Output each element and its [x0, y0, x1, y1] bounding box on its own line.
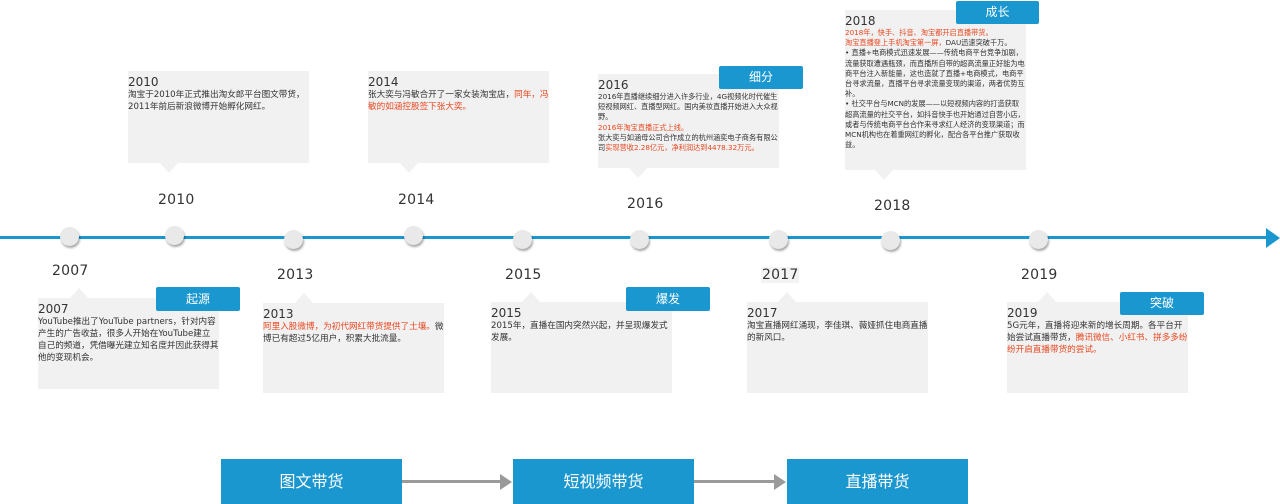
timeline-node-2017[interactable] — [769, 230, 788, 249]
card-text: 淘宝于2010年正式推出淘女郎平台图文带货，2011年前后新浪微博开始孵化网红。 — [128, 90, 305, 112]
timeline-node-2015[interactable] — [513, 230, 532, 249]
card-pointer — [875, 170, 893, 180]
card-text: 张大奕与如涵母公司合作成立的杭州涵奕电子商务有限公司 — [598, 132, 778, 153]
event-card-2015: 2015 2015年，直播在国内突然兴起，并呈现爆发式发展。 — [491, 302, 672, 393]
axis-year-label: 2017 — [761, 267, 800, 283]
card-highlight-text: 淘宝直播登上手机淘宝第一屏， — [845, 38, 946, 48]
axis-year-label: 2015 — [505, 267, 542, 283]
card-text: 张大奕与冯敏合开了一家女装淘宝店， — [368, 90, 515, 100]
event-card-2018: 2018 2018年，快手、抖音、淘宝都开启直播带货。 淘宝直播登上手机淘宝第一… — [845, 10, 1026, 170]
card-pointer — [629, 168, 647, 178]
card-text: DAU迅速突破千万。 — [945, 38, 1012, 48]
event-card-2014: 2014 张大奕与冯敏合开了一家女装淘宝店，同年，冯敏的如涵控股签下张大奕。 — [368, 71, 549, 163]
card-text: 淘宝直播网红涌现，李佳琪、薇娅抓住电商直播的新风口。 — [747, 321, 928, 343]
stage-tag-tupo: 突破 — [1120, 292, 1204, 315]
timeline-node-2013[interactable] — [284, 230, 303, 249]
flow-arrow-icon — [500, 474, 512, 490]
axis-year-label: 2016 — [627, 196, 664, 212]
card-year: 2014 — [368, 75, 399, 89]
card-highlight-text: 2018年，快手、抖音、淘宝都开启直播带货。 — [845, 28, 993, 37]
card-bullet: • 直播+电商模式迅速发展——传统电商平台竞争加剧，流量获取遭遇瓶颈，而直播所自… — [845, 48, 1025, 99]
stage-box-duanshipin[interactable]: 短视频带货 — [513, 459, 694, 504]
card-text: 微博已有超过5亿用户，积累大批流量。 — [263, 322, 444, 344]
card-pointer — [778, 292, 796, 302]
stage-tag-baofa: 爆发 — [626, 287, 710, 311]
card-pointer — [295, 293, 313, 303]
timeline-arrow-icon — [1266, 228, 1280, 248]
card-text: YouTube推出了YouTube partners，针对内容产生的广告收益，很… — [38, 317, 219, 363]
timeline-node-2014[interactable] — [404, 226, 423, 245]
card-highlight-text: 腾讯微信、小红书、拼多多纷纷开启直播带货的尝试。 — [1007, 333, 1188, 355]
card-pointer — [1038, 292, 1056, 302]
card-pointer — [400, 163, 418, 173]
timeline-node-2010[interactable] — [165, 226, 184, 245]
card-text: 5G元年，直播将迎来新的增长周期。各平台开始尝试直播带货， — [1007, 321, 1183, 343]
card-pointer — [160, 163, 178, 173]
axis-year-label: 2018 — [874, 198, 911, 214]
flow-arrow-line — [402, 480, 501, 483]
card-highlight-text: 同年，冯敏的如涵控股签下张大奕。 — [368, 90, 549, 112]
stage-tag-xifen: 细分 — [719, 66, 803, 89]
card-year: 2016 — [598, 78, 629, 92]
event-card-2016: 2016 2016年直播继续细分进入许多行业，4G视频化时代催生短视频网红、直播… — [598, 74, 779, 168]
card-year: 2013 — [263, 307, 294, 321]
stage-box-tuwen[interactable]: 图文带货 — [221, 459, 402, 504]
axis-year-label: 2014 — [398, 192, 435, 208]
card-year: 2018 — [845, 14, 876, 28]
card-highlight-text: 阿里入股微博，为初代网红带货提供了土壤。 — [263, 322, 435, 332]
event-card-2010: 2010 淘宝于2010年正式推出淘女郎平台图文带货，2011年前后新浪微博开始… — [128, 71, 309, 163]
stage-box-zhibo[interactable]: 直播带货 — [787, 459, 968, 504]
stage-tag-qiyuan: 起源 — [156, 287, 240, 311]
timeline-node-2007[interactable] — [60, 227, 79, 246]
card-highlight-text: 实现营收2.28亿元，净利润达到4478.32万元。 — [605, 143, 759, 153]
axis-year-label: 2013 — [277, 267, 314, 283]
timeline-node-2016[interactable] — [630, 230, 649, 249]
stage-tag-chengzhang: 成长 — [956, 1, 1039, 24]
event-card-2017: 2017 淘宝直播网红涌现，李佳琪、薇娅抓住电商直播的新风口。 — [747, 302, 928, 393]
axis-year-label: 2010 — [158, 192, 195, 208]
flow-arrow-icon — [774, 474, 786, 490]
card-text: 2016年直播继续细分进入许多行业，4G视频化时代催生短视频网红、直播型网红。国… — [598, 92, 778, 122]
flow-arrow-line — [694, 480, 775, 483]
card-year: 2010 — [128, 75, 159, 89]
event-card-2019: 2019 5G元年，直播将迎来新的增长周期。各平台开始尝试直播带货，腾讯微信、小… — [1007, 302, 1188, 393]
timeline-node-2019[interactable] — [1029, 230, 1048, 249]
card-year: 2017 — [747, 306, 778, 320]
card-highlight-text: 2016年淘宝直播正式上线。 — [598, 122, 689, 132]
card-year: 2007 — [38, 302, 69, 316]
event-card-2013: 2013 阿里入股微博，为初代网红带货提供了土壤。微博已有超过5亿用户，积累大批… — [263, 303, 444, 393]
card-pointer — [70, 288, 88, 298]
timeline-node-2018[interactable] — [881, 231, 900, 250]
axis-year-label: 2007 — [52, 263, 89, 279]
card-text: 2015年，直播在国内突然兴起，并呈现爆发式发展。 — [491, 321, 668, 343]
axis-year-label: 2019 — [1021, 267, 1058, 283]
card-year: 2019 — [1007, 306, 1038, 320]
card-year: 2015 — [491, 306, 522, 320]
card-pointer — [522, 292, 540, 302]
event-card-2007: 2007 YouTube推出了YouTube partners，针对内容产生的广… — [38, 298, 219, 389]
card-bullet: • 社交平台与MCN的发展——以短视频内容的打造获取超高流量的社交平台，如抖音快… — [845, 99, 1025, 150]
